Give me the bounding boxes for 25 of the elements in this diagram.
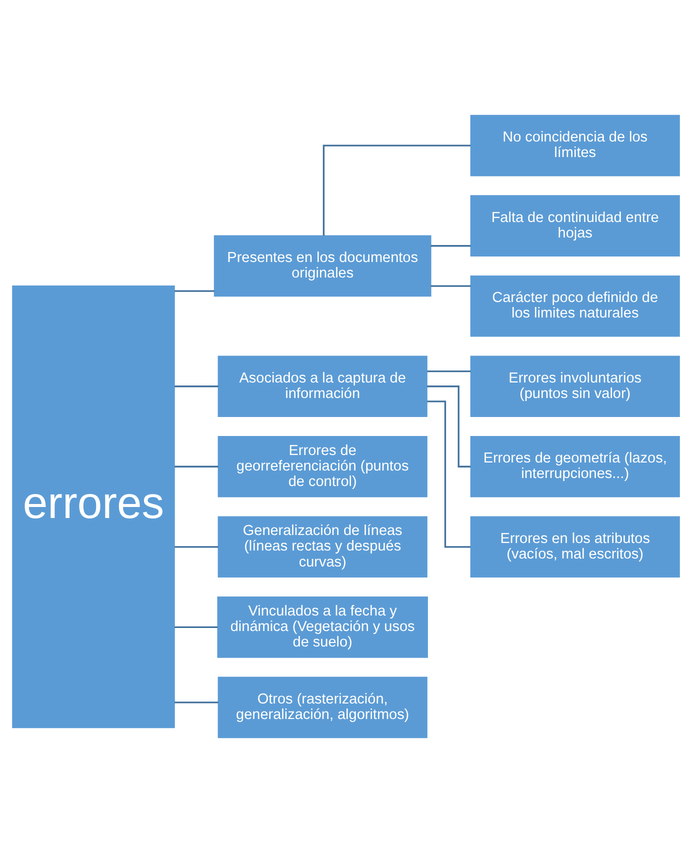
node-box: Carácter poco definido de los limites naturales [470,274,680,336]
connector [174,701,218,703]
node-box: Errores de georreferenciación (puntos de control) [218,435,428,497]
connector [430,244,471,246]
connector [427,400,471,548]
connector [174,465,218,467]
connector [174,290,214,292]
connector [174,385,218,387]
node-box: Asociados a la captura de información [218,355,428,417]
node-box: Errores involuntarios (puntos sin valor) [470,355,680,417]
connector [174,546,218,548]
node-box: No coincidencia de los límites [470,114,680,176]
node-box: errores [12,284,175,728]
node-box: Falta de continuidad entre hojas [470,194,680,256]
node-box: Otros (rasterización, generalización, algoritmos) [218,676,428,738]
connector [322,144,471,236]
node-box: Vinculados a la fecha y dinámica (Vegetación y usos de suelo) [217,596,428,658]
connector [427,370,471,372]
node-box: Errores en los atributos (vacíos, mal escritos) [470,516,680,578]
node-box: Presentes en los documentos originales [214,234,432,296]
connector [427,385,471,467]
connector [430,284,471,286]
node-box: Errores de geometría (lazos, interrupciones...) [470,435,680,497]
connector [174,626,218,628]
node-box: Generalización de líneas (líneas rectas y después curvas) [218,516,428,578]
